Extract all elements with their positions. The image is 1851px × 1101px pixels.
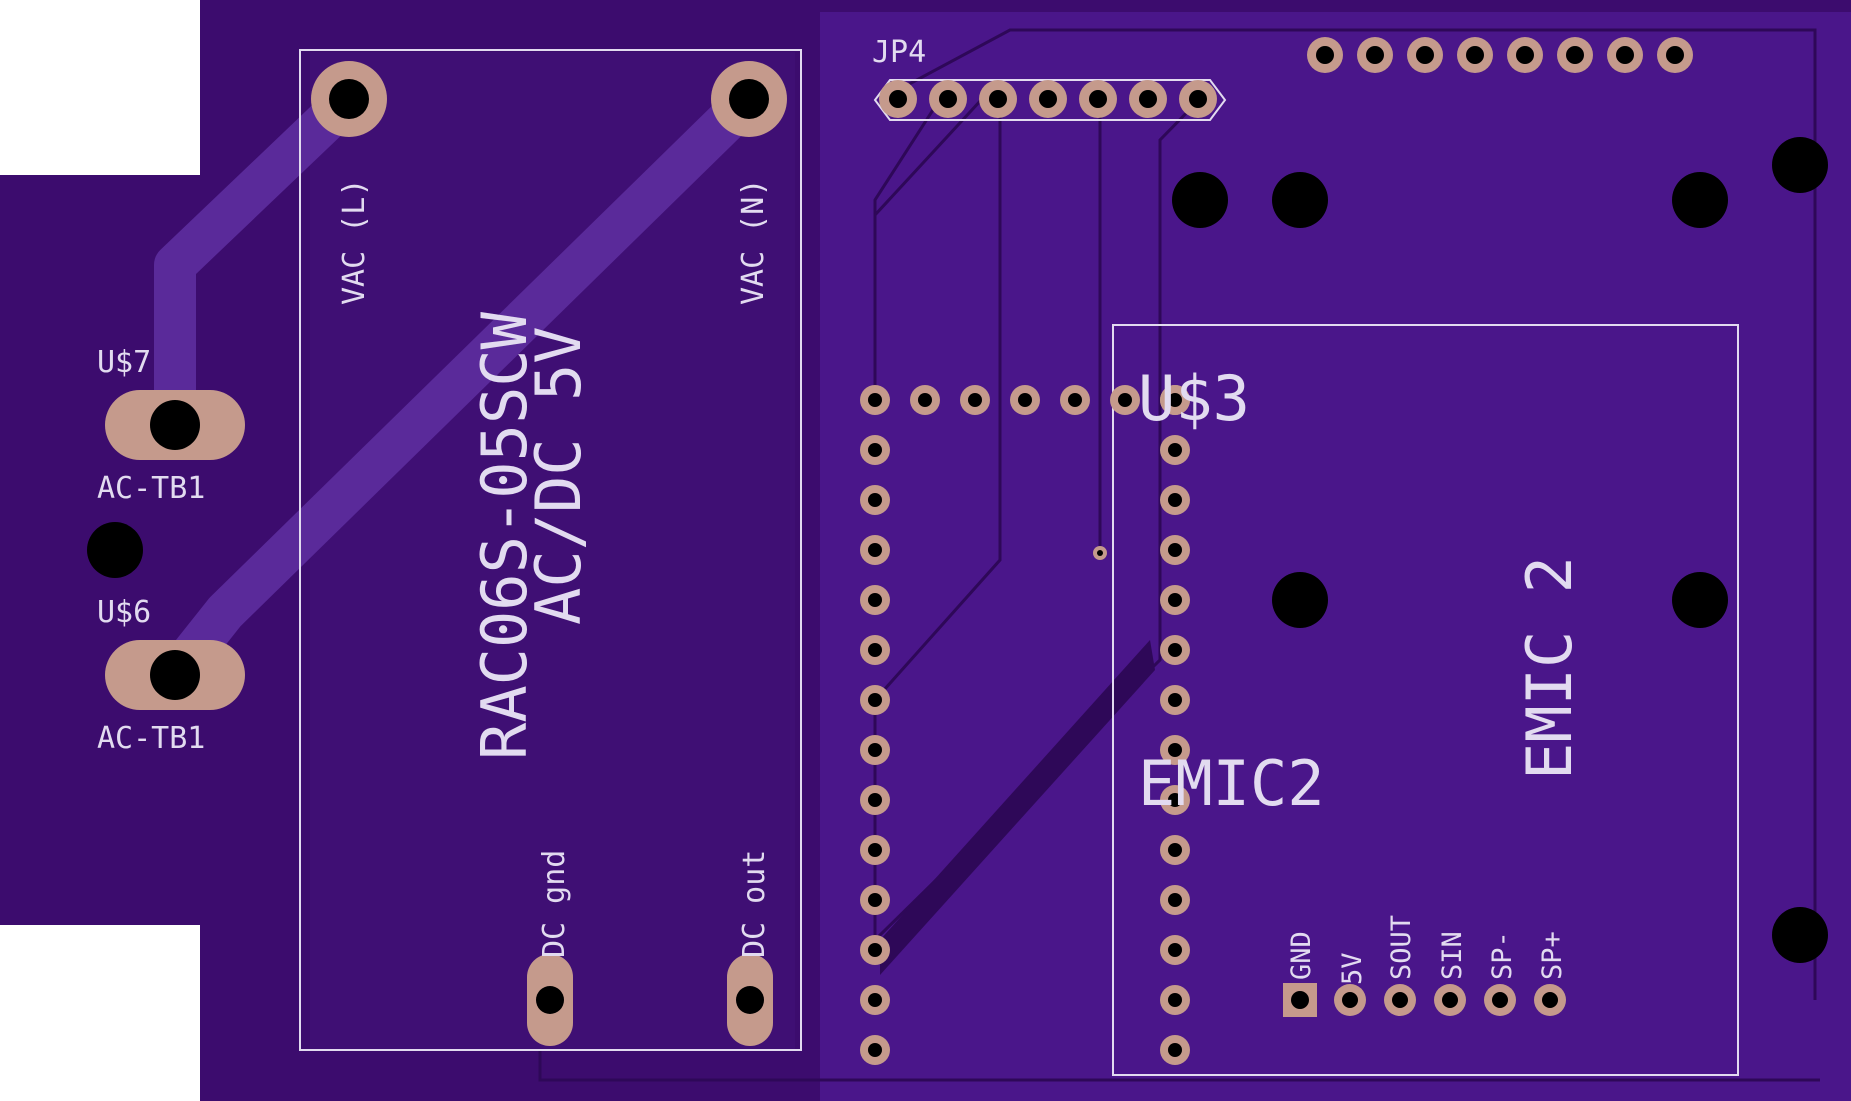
emic2-left-pin-2-drill: [868, 443, 882, 457]
emic2-module-label: EMIC 2: [1513, 556, 1586, 780]
vac-n-label: VAC (N): [736, 179, 771, 305]
mounting-hole: [87, 522, 143, 578]
mounting-hole-2: [1272, 172, 1328, 228]
emic2-left-pin-4-drill: [868, 543, 882, 557]
header-top-pin-3-drill: [1416, 46, 1434, 64]
pin-label-sout: SOUT: [1386, 915, 1417, 980]
emic2-left-pin-14-drill: [868, 1043, 882, 1057]
emic2-left-pin-7-drill: [868, 693, 882, 707]
dc-gnd-label: DC gnd: [537, 850, 572, 958]
header-top-pin-8-drill: [1666, 46, 1684, 64]
jp4-pin-3-drill: [989, 90, 1007, 108]
emic2-pin-5v-drill: [1342, 992, 1358, 1008]
rac-dc-gnd-drill: [536, 986, 564, 1014]
header-top-pin-6-drill: [1566, 46, 1584, 64]
emic2-left-pin-12-drill: [868, 943, 882, 957]
rac-part-name: RAC06S-05SCW: [468, 311, 541, 760]
emic2-inner-pin-7-drill: [1168, 743, 1182, 757]
header-top-pin-4-drill: [1466, 46, 1484, 64]
emic2-inner-pin-8-drill: [1168, 793, 1182, 807]
u7-value: AC-TB1: [97, 471, 205, 506]
vac-l-label: VAC (L): [337, 179, 372, 305]
emic2-pin-gnd-drill: [1291, 991, 1309, 1009]
rac-dc-out-drill: [736, 986, 764, 1014]
jp4-header[interactable]: [873, 79, 1227, 121]
emic2-left-pin-3-drill: [868, 493, 882, 507]
emic2-left-pin-8-drill: [868, 743, 882, 757]
emic2-left-pin-1-drill: [868, 393, 882, 407]
emic2-inner-pin-1-drill: [1168, 443, 1182, 457]
jp4-pin-2-drill: [939, 90, 957, 108]
copper-pour-right: [820, 12, 1851, 1101]
rac-part-value: AC/DC 5V: [522, 326, 595, 625]
jp4-pin-4-drill: [1039, 90, 1057, 108]
pour-channel: [880, 640, 1155, 975]
emic2-top-pin-5-drill: [1118, 393, 1132, 407]
mounting-hole-7: [1772, 907, 1828, 963]
emic2-inner-pin-10-drill: [1168, 893, 1182, 907]
rac-module-outline: [299, 49, 802, 1051]
emic2-inner-pin-0-drill: [1168, 393, 1182, 407]
emic2-pin-spplus-drill: [1542, 992, 1558, 1008]
emic2-pin-sin-drill: [1442, 992, 1458, 1008]
jp4-pin-5-drill: [1089, 90, 1107, 108]
emic2-pin-sout-drill: [1392, 992, 1408, 1008]
jp4-pin-7-drill: [1189, 90, 1207, 108]
header-top-pin-5-drill: [1516, 46, 1534, 64]
small-via-drill: [1097, 550, 1103, 556]
pin-label-spplus: SP+: [1537, 931, 1568, 980]
u6-label: U$6: [97, 595, 151, 630]
emic2-inner-pin-5-drill: [1168, 643, 1182, 657]
header-top-pin-2-drill: [1366, 46, 1384, 64]
emic2-inner-pin-11-drill: [1168, 943, 1182, 957]
emic2-top-pin-4-drill: [1068, 393, 1082, 407]
rac-vac-n-pad-drill: [729, 79, 769, 119]
pin-label-spminus: SP-: [1487, 931, 1518, 980]
rac-vac-l-pad-drill: [329, 79, 369, 119]
emic2-left-pin-13-drill: [868, 993, 882, 1007]
mounting-hole-1: [1172, 172, 1228, 228]
emic2-left-pin-6-drill: [868, 643, 882, 657]
emic2-left-pin-10-drill: [868, 843, 882, 857]
emic2-top-pin-1-drill: [918, 393, 932, 407]
emic2-inner-pin-6-drill: [1168, 693, 1182, 707]
mounting-hole-4: [1772, 137, 1828, 193]
jp4-pin-6-drill: [1139, 90, 1157, 108]
emic2-inner-pin-12-drill: [1168, 993, 1182, 1007]
mounting-hole-3: [1672, 172, 1728, 228]
u6-value: AC-TB1: [97, 721, 205, 756]
header-top-pin-7-drill: [1616, 46, 1634, 64]
jp4-pin-1-drill: [889, 90, 907, 108]
mounting-hole-5: [1272, 572, 1328, 628]
u7-terminal-drill: [150, 400, 200, 450]
emic2-part-label: EMIC2: [1138, 747, 1325, 820]
emic2-inner-pin-9-drill: [1168, 843, 1182, 857]
emic2-left-pin-5-drill: [868, 593, 882, 607]
emic2-left-pin-11-drill: [868, 893, 882, 907]
emic2-top-pin-2-drill: [968, 393, 982, 407]
mounting-hole-6: [1672, 572, 1728, 628]
header-top-pin-1-drill: [1316, 46, 1334, 64]
emic2-inner-pin-3-drill: [1168, 543, 1182, 557]
jp4-label: JP4: [872, 35, 926, 70]
pin-label-gnd: GND: [1286, 931, 1317, 980]
u6-terminal-drill: [150, 650, 200, 700]
emic2-inner-pin-2-drill: [1168, 493, 1182, 507]
pin-label-5v: 5V: [1337, 952, 1368, 985]
u7-label: U$7: [97, 345, 151, 380]
emic2-inner-pin-4-drill: [1168, 593, 1182, 607]
copper-pour-left: [310, 52, 795, 1050]
u3-label: U$3: [1138, 362, 1250, 435]
emic2-top-pin-3-drill: [1018, 393, 1032, 407]
emic2-module-outline: [1112, 324, 1739, 1076]
emic2-pin-spminus-drill: [1492, 992, 1508, 1008]
dc-out-label: DC out: [737, 850, 772, 958]
emic2-left-pin-9-drill: [868, 793, 882, 807]
emic2-inner-pin-13-drill: [1168, 1043, 1182, 1057]
pin-label-sin: SIN: [1437, 931, 1468, 980]
